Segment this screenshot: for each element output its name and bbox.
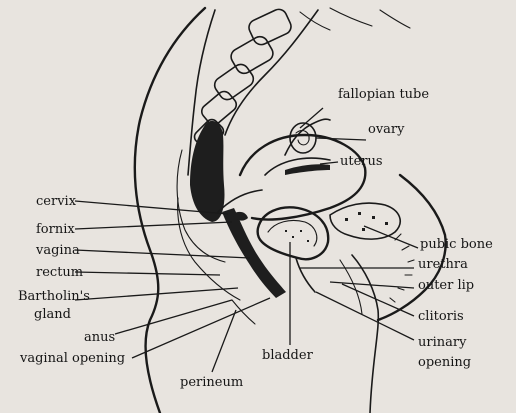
label-fornix: fornix: [36, 222, 75, 237]
label-cervix: cervix: [36, 194, 77, 209]
label-clitoris: clitoris: [418, 309, 464, 324]
label-rectum: rectum: [36, 265, 83, 280]
label-urinary-line1: urinary: [418, 335, 467, 350]
label-outer-lip: outer lip: [418, 278, 474, 293]
urethra-shape: [296, 258, 315, 292]
label-vagina: vagina: [35, 243, 80, 258]
label-urinary-line2: opening: [418, 355, 471, 370]
label-pubic-bone: pubic bone: [420, 237, 493, 252]
label-bartholins-line1: Bartholin's: [18, 289, 90, 304]
ovary-shape: [290, 123, 316, 153]
label-bartholins-line2: gland: [34, 307, 71, 322]
label-uterus: uterus: [340, 154, 383, 169]
label-bladder: bladder: [262, 348, 314, 363]
label-anus: anus: [84, 330, 115, 345]
label-perineum: perineum: [180, 375, 243, 390]
label-vaginal-opening: vaginal opening: [19, 351, 125, 366]
bladder-shape: [258, 207, 329, 259]
pubic-bone-shape: [330, 203, 400, 239]
label-fallopian-tube: fallopian tube: [338, 87, 429, 102]
label-ovary: ovary: [368, 122, 405, 137]
label-urethra: urethra: [418, 257, 468, 272]
